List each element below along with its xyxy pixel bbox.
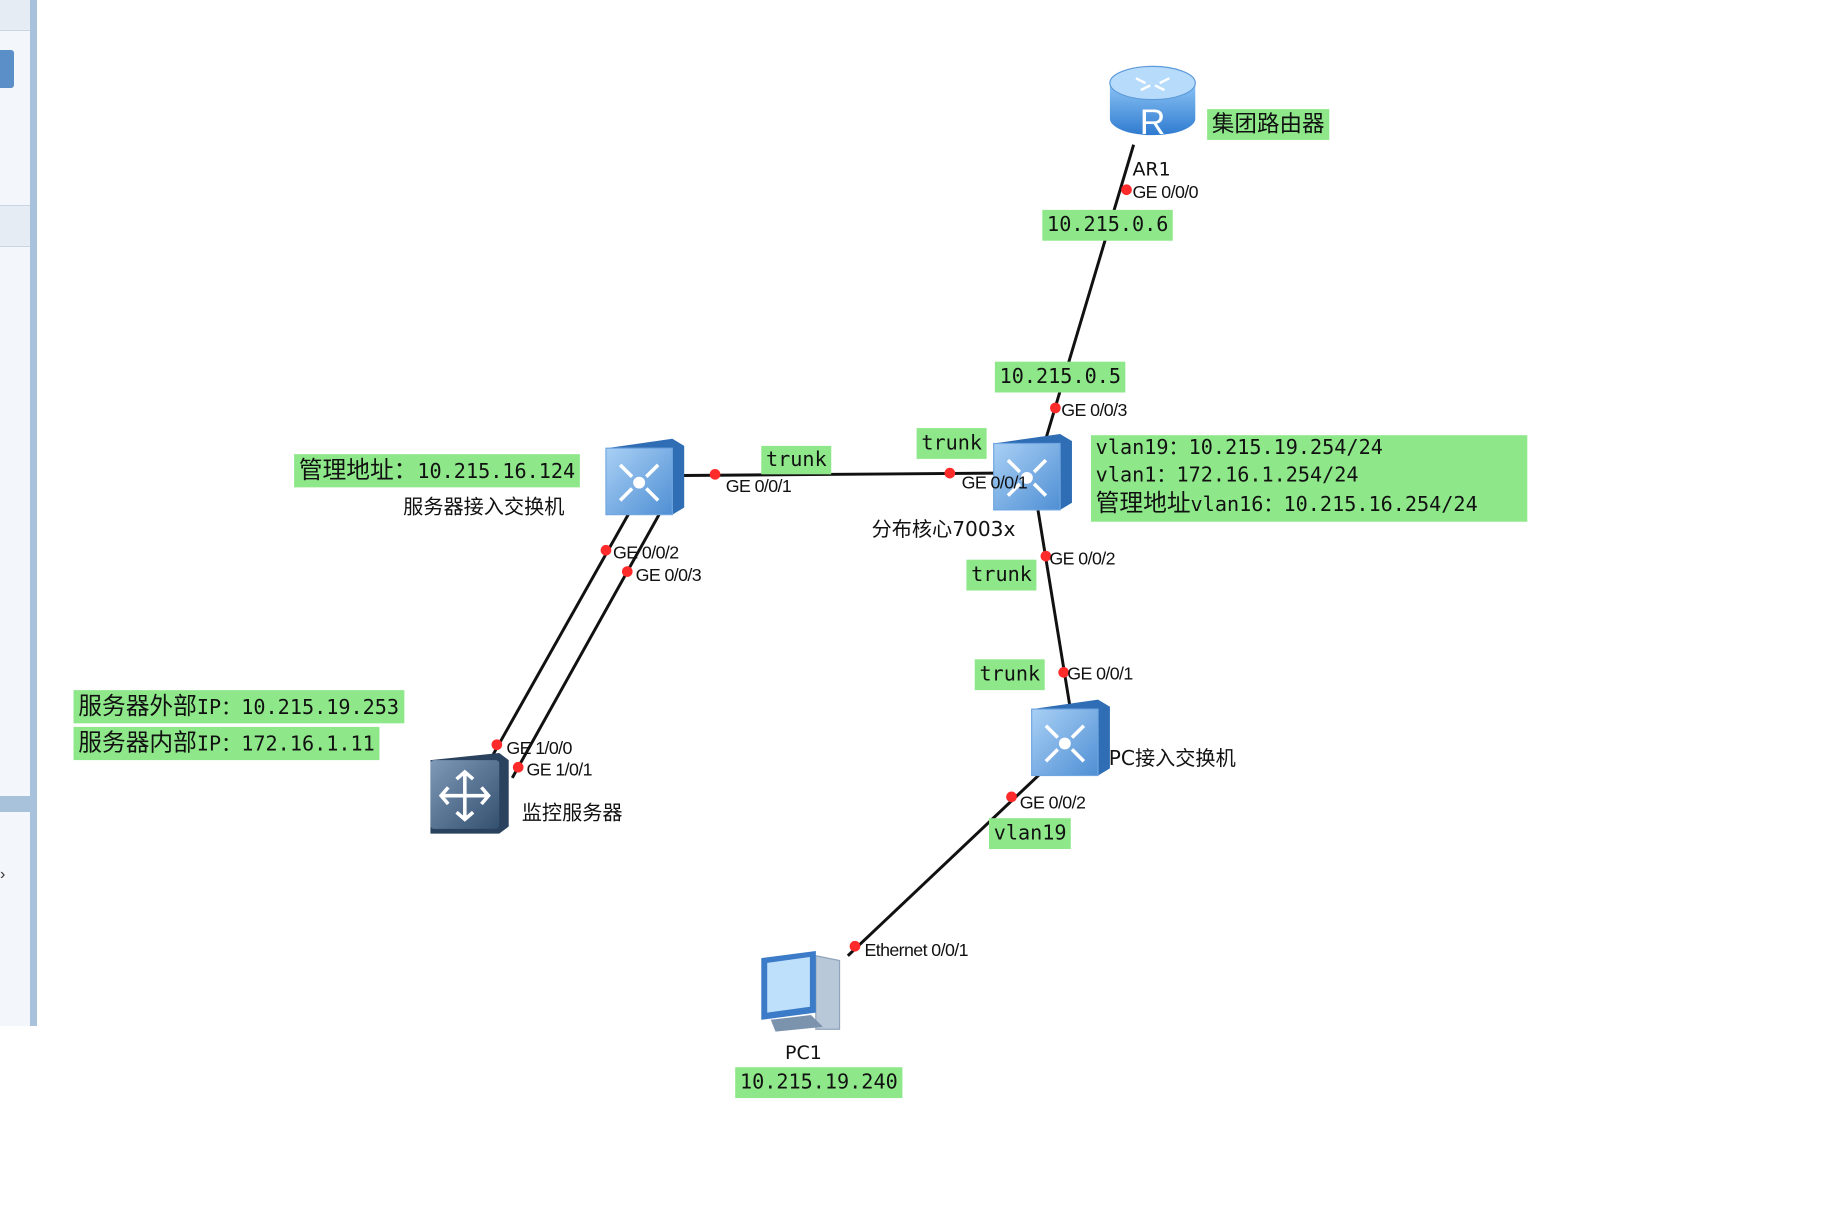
port-label: GE 0/0/3 <box>1061 400 1127 421</box>
router-tag: 集团路由器 <box>1207 109 1330 140</box>
trunk-label: trunk <box>966 559 1037 591</box>
pc-switch-name: PC接入交换机 <box>1108 747 1236 771</box>
port-dot <box>600 544 612 556</box>
expand-arrow-icon[interactable]: › <box>0 866 6 883</box>
monitor-server-name: 监控服务器 <box>521 801 623 826</box>
port-label: GE 1/0/0 <box>506 738 572 759</box>
port-label: GE 0/0/2 <box>613 543 679 564</box>
port-dot <box>709 468 721 480</box>
pc-switch-icon <box>1031 699 1110 777</box>
port-label: GE 0/0/2 <box>1049 549 1115 570</box>
server-switch-mgmt: 管理地址：10.215.16.124 <box>294 454 580 488</box>
port-label: GE 0/0/0 <box>1132 182 1198 203</box>
server-external-ip: 服务器外部IP：10.215.19.253 <box>73 690 404 724</box>
monitor-server-icon <box>430 752 509 834</box>
vlan-line: vlan19：10.215.19.254/24 <box>1095 436 1383 461</box>
router-name: AR1 <box>1132 157 1171 181</box>
server-switch-name: 服务器接入交换机 <box>403 495 565 520</box>
ip-value: IP：172.16.1.11 <box>196 732 375 757</box>
pc-name: PC1 <box>784 1041 822 1064</box>
vlan-line: vlan1：172.16.1.254/24 <box>1095 463 1359 488</box>
port-dot <box>1050 402 1061 414</box>
router-icon: R <box>1109 65 1196 142</box>
pc-icon <box>761 951 841 1032</box>
server-switch-icon <box>605 438 685 516</box>
port-dot <box>944 467 956 479</box>
core-vlan-info: vlan19：10.215.19.254/24 vlan1：172.16.1.2… <box>1090 435 1528 522</box>
panel-header <box>0 0 30 31</box>
panel-section[interactable] <box>0 205 30 247</box>
link-serverswitch-core <box>683 471 997 477</box>
core-switch-icon <box>993 434 1072 511</box>
mgmt-value: 10.215.16.124 <box>417 460 576 484</box>
router-ip: 10.215.0.6 <box>1042 209 1174 241</box>
port-label: GE 1/0/1 <box>526 760 592 781</box>
port-dot <box>491 739 503 751</box>
trunk-label: trunk <box>974 659 1045 691</box>
port-label: GE 0/0/1 <box>961 473 1028 494</box>
port-label: GE 0/0/1 <box>725 476 792 497</box>
port-dot <box>1006 791 1017 803</box>
ip-value: IP：10.215.19.253 <box>196 696 400 720</box>
panel-divider <box>0 796 30 812</box>
port-label: GE 0/0/1 <box>1067 664 1133 685</box>
link-serverswitch-monitor-a <box>492 509 633 755</box>
ip-prefix: 服务器内部 <box>78 728 197 757</box>
palette-device-icon[interactable] <box>0 50 14 88</box>
port-label: GE 0/0/2 <box>1019 793 1086 814</box>
port-label: Ethernet 0/0/1 <box>864 940 968 961</box>
pc-ip: 10.215.19.240 <box>735 1067 903 1099</box>
panel-splitter[interactable] <box>30 0 37 1026</box>
link-serverswitch-monitor-b <box>510 509 663 779</box>
mgmt-prefix: 管理地址： <box>298 455 418 484</box>
port-dot <box>512 761 524 773</box>
mgmt-value: vlan16：10.215.16.254/24 <box>1190 493 1478 518</box>
link-router-core <box>1044 144 1136 440</box>
port-dot <box>849 940 861 952</box>
device-palette-panel: › <box>0 0 30 1026</box>
port-dot <box>1058 667 1069 678</box>
port-dot <box>621 566 633 577</box>
server-internal-ip: 服务器内部IP：172.16.1.11 <box>73 726 380 761</box>
port-label: GE 0/0/3 <box>635 565 702 586</box>
port-dot <box>1040 550 1052 562</box>
mgmt-prefix: 管理地址 <box>1095 488 1191 518</box>
vlan-label: vlan19 <box>988 818 1072 850</box>
trunk-label: trunk <box>916 428 987 459</box>
core-uplink-ip: 10.215.0.5 <box>994 361 1126 393</box>
port-dot <box>1121 184 1132 196</box>
trunk-label: trunk <box>761 445 832 475</box>
svg-text:R: R <box>1140 102 1166 142</box>
core-name: 分布核心7003x <box>871 518 1016 542</box>
ip-prefix: 服务器外部 <box>78 691 197 720</box>
